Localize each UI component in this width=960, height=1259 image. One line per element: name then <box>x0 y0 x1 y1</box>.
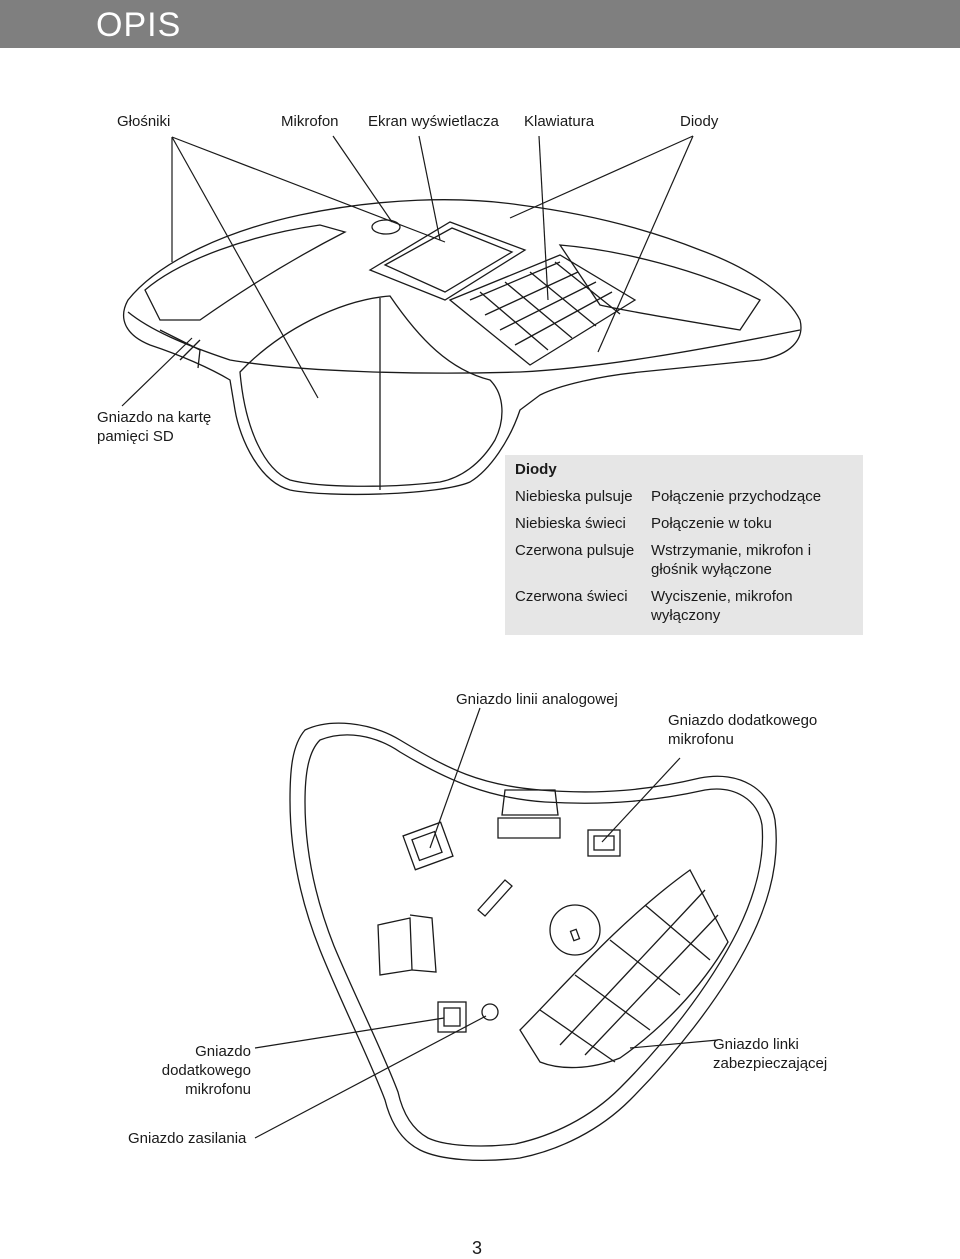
label-sd-slot-line2: pamięci SD <box>97 428 174 445</box>
label-ext-mic-left-line1: Gniazdo <box>195 1043 251 1060</box>
display-screen <box>383 227 514 293</box>
legend-meaning: Wstrzymanie, mikrofon i <box>651 542 812 559</box>
keypad-area <box>448 254 637 366</box>
section-header: OPIS <box>0 0 960 48</box>
legend-meaning: Połączenie w toku <box>651 515 772 532</box>
ext-mic-socket-right <box>593 835 615 851</box>
label-display: Ekran wyświetlacza <box>368 113 499 130</box>
analog-line-socket <box>411 830 443 862</box>
microphone-button <box>371 219 401 235</box>
phone-body-outline <box>123 199 802 496</box>
speaker-panel-front <box>239 295 503 487</box>
label-leds: Diody <box>680 113 719 130</box>
ext-mic-socket-left <box>443 1007 461 1027</box>
label-keypad: Klawiatura <box>524 113 595 130</box>
legend-meaning: Połączenie przychodzące <box>651 488 822 505</box>
label-security-line2: zabezpieczającej <box>713 1055 828 1072</box>
base-outline <box>289 722 777 1161</box>
legend-title: Diody <box>515 461 557 478</box>
legend-meaning-cont: wyłączony <box>651 607 721 624</box>
legend-state: Czerwona świeci <box>515 588 628 605</box>
speaker-panel-left <box>144 224 347 321</box>
label-speakers: Głośniki <box>117 113 171 130</box>
speaker-panel-right <box>558 244 761 331</box>
label-analog-line: Gniazdo linii analogowej <box>456 691 618 708</box>
led-legend: Diody Niebieska pulsuje Połączenie przyc… <box>505 455 863 635</box>
legend-meaning: Wyciszenie, mikrofon <box>651 588 793 605</box>
cable-guide <box>519 869 729 1069</box>
legend-state: Niebieska pulsuje <box>515 488 633 505</box>
legend-state: Niebieska świeci <box>515 515 626 532</box>
label-power: Gniazdo zasilania <box>128 1130 247 1147</box>
power-socket <box>481 1003 499 1021</box>
label-ext-mic-right-line2: mikrofonu <box>668 731 734 748</box>
label-ext-mic-left-line2: dodatkowego <box>161 1062 251 1079</box>
label-ext-mic-right-line1: Gniazdo dodatkowego <box>668 712 818 729</box>
legend-state: Czerwona pulsuje <box>515 542 635 559</box>
legend-meaning-cont: głośnik wyłączone <box>651 561 772 578</box>
label-microphone: Mikrofon <box>281 113 339 130</box>
label-ext-mic-left-line3: mikrofonu <box>185 1081 251 1098</box>
section-title: OPIS <box>96 6 182 44</box>
label-security-line1: Gniazdo linki <box>713 1036 799 1053</box>
page-number: 3 <box>472 1238 483 1258</box>
label-sd-slot-line1: Gniazdo na kartę <box>97 409 212 426</box>
